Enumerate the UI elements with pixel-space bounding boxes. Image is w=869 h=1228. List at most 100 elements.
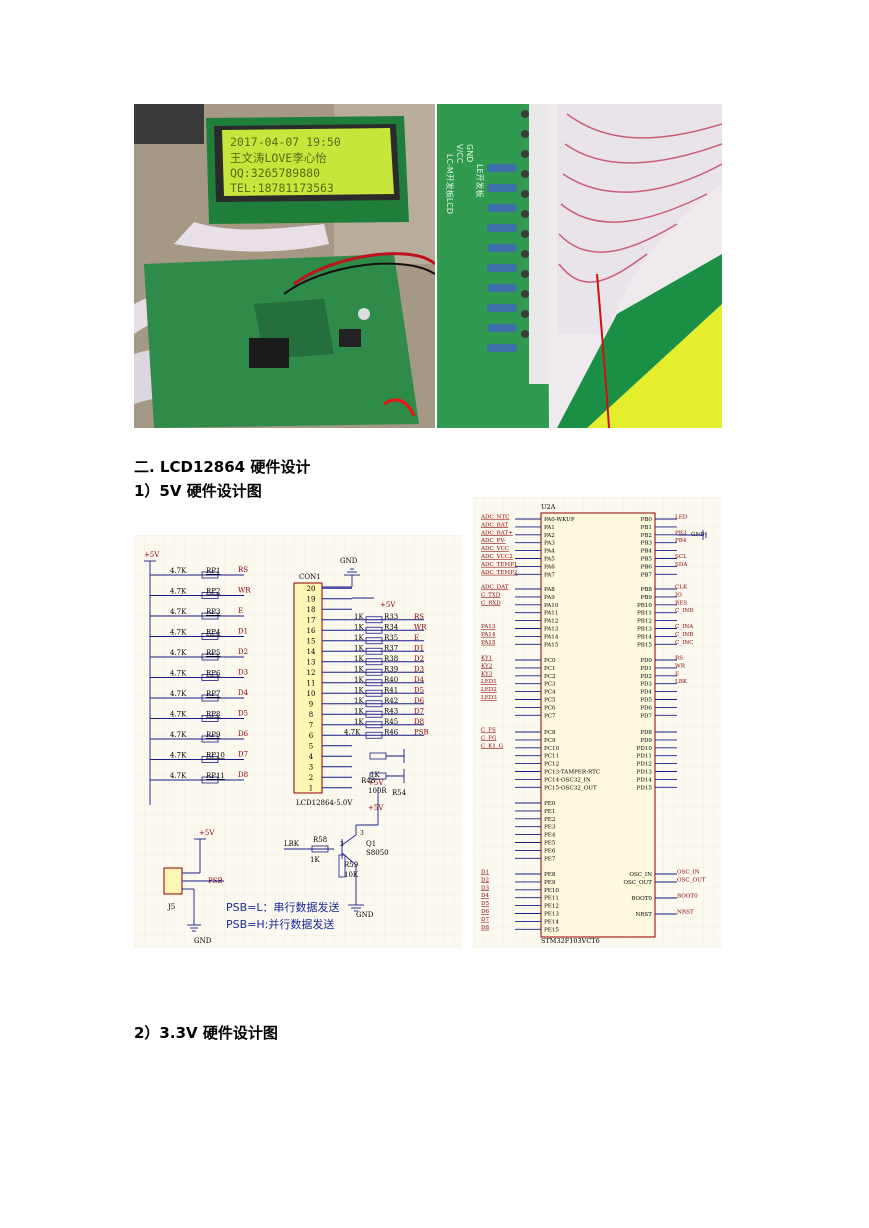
mcu-right-c-pin-name: PD5 [640, 698, 652, 704]
q1-part: S8050 [366, 849, 389, 857]
mcu-left-c-pin-name: PC6 [544, 705, 556, 711]
mcu-right-a-pin-name: PB7 [641, 572, 653, 578]
mcu-right-c-pin-name: PD3 [640, 682, 652, 688]
series-net: D1 [414, 644, 424, 652]
lcd-line-4: TEL:18781173563 [230, 181, 334, 195]
mcu-right-b-net: C_INC [675, 640, 693, 646]
mcu-left-a-net: ADC_TEMP1 [480, 562, 517, 568]
mcu-right-c-net: LBK [675, 679, 688, 685]
mcu-left-e-pin-name: PE7 [544, 856, 556, 862]
pullup-net: D4 [238, 689, 249, 697]
mcu-left-d-net: C_FS [481, 728, 496, 734]
mcu-right-a-pin-name: PB1 [641, 525, 652, 531]
mcu-right-a-net: PB3 [675, 530, 687, 536]
mcu-left-b-net: PA15 [481, 640, 496, 646]
board-closeup-drawing: V/CC GND LC-M开发板LCD LE开发板 [437, 104, 722, 428]
mcu-left-f-pin-name: PE11 [544, 896, 559, 902]
con1-pin-number: 1 [309, 784, 313, 792]
mcu-left-d-pin-name: PC13-TAMPER-RTC [544, 770, 600, 776]
lcd-schematic-drawing: +5V GND CON1 LCD12864-5.0V R48 +5V 1K +5… [134, 535, 462, 948]
con1-pin-number: 10 [307, 690, 316, 698]
mcu-left-a-pin-name: PA0-WKUP [544, 517, 575, 523]
series-value: 1K [354, 665, 364, 673]
mcu-left-d-pin-name: PC11 [544, 754, 559, 760]
pullup-net: WR [238, 587, 251, 595]
mcu-left-f-net: D6 [481, 909, 489, 915]
pullup-value: 4.7K [170, 670, 187, 678]
mcu-left-a-pin-name: PA6 [544, 564, 555, 570]
mcu-left-e-pin-name: PE1 [544, 809, 555, 815]
pullup-value: 4.7K [170, 567, 187, 575]
series-value: 1K [354, 718, 364, 726]
mcu-right-b-pin-name: PB8 [641, 587, 653, 593]
silk-board: LC-M开发板LCD [445, 154, 455, 214]
mcu-left-e-pin-name: PE0 [544, 801, 556, 807]
mcu-left-d-net: C_K1_G [481, 743, 504, 749]
con1-pin-number: 18 [307, 606, 316, 614]
mcu-left-f-net: D8 [481, 925, 489, 931]
psb-note-1: PSB=L：串行数据发送 [226, 900, 340, 914]
mcu-right-a-pin-name: PB5 [641, 557, 653, 563]
silk-board-2: LE开发板 [475, 164, 485, 198]
silk-gnd: GND [465, 144, 474, 162]
mcu-right-d-pin-name: PD10 [637, 746, 653, 752]
mcu-right-a-net: SDA [675, 562, 688, 568]
mcu-body [540, 512, 656, 938]
series-net: D5 [414, 686, 424, 694]
con1-pin-number: 6 [309, 732, 314, 740]
mcu-left-e-pin-name: PE2 [544, 817, 556, 823]
r54-vcc: +5V [368, 804, 384, 812]
series-value: 1K [354, 613, 364, 621]
series-ref: R43 [384, 707, 398, 715]
r59-body [338, 854, 346, 878]
mcu-left-b-net: PA14 [481, 632, 496, 638]
q1-label: Q1 [366, 840, 376, 848]
mcu-special-pin: NRST [635, 912, 652, 918]
mcu-left-c-pin-name: PC0 [544, 658, 556, 664]
con1-pin-number: 5 [309, 742, 313, 750]
series-value: 1K [354, 655, 364, 663]
mcu-left-b-pin-name: PA10 [544, 603, 559, 609]
r48-value: 1K [370, 771, 380, 779]
pullup-net: D2 [238, 648, 248, 656]
pullup-value: 4.7K [170, 731, 187, 739]
mcu-left-c-net: KY3 [481, 671, 493, 677]
pullup-ref: RP11 [206, 772, 225, 780]
mcu-right-a-pin-name: PB6 [641, 564, 653, 570]
series-ref: R33 [384, 613, 398, 621]
pullup-ref: RP4 [206, 629, 221, 637]
mcu-left-d-pin-name: PC8 [544, 730, 556, 736]
mcu-left-f-pin-name: PE15 [544, 927, 559, 933]
mcu-special-net: OSC_OUT [677, 878, 706, 884]
mcu-left-a-pin-name: PA1 [544, 525, 555, 531]
mcu-left-b-pin-name: PA13 [544, 627, 559, 633]
con1-pin-number: 13 [307, 658, 316, 666]
con1-pin-number: 4 [309, 753, 314, 761]
mcu-right-b-net: CLK [675, 585, 688, 591]
pullup-resistor [201, 735, 219, 743]
mcu-left-f-pin-name: PE12 [544, 904, 559, 910]
series-value: 1K [354, 707, 364, 715]
mcu-left-a-net: ADC_BAT [480, 522, 508, 528]
q1-pin-3: 3 [360, 830, 364, 837]
mcu-left-f-pin-name: PE8 [544, 872, 556, 878]
pullup-value: 4.7K [170, 608, 187, 616]
pullup-resistor [201, 694, 219, 702]
mcu-left-d-pin-name: PC9 [544, 738, 556, 744]
series-net: D7 [414, 707, 424, 715]
mcu-right-a-pin-name: PB3 [641, 541, 653, 547]
mcu-left-f-pin-name: PE14 [544, 919, 559, 925]
mcu-left-c-pin-name: PC2 [544, 674, 556, 680]
pullup-net: D3 [238, 669, 248, 677]
mcu-left-a-net: ADC_VCC [480, 546, 509, 552]
con1-pin-number: 2 [309, 774, 313, 782]
pullup-net: RS [238, 566, 248, 574]
mcu-left-b-net: C_RXD [481, 600, 501, 606]
mcu-right-c-pin-name: PD4 [640, 690, 652, 696]
series-value: 1K [354, 634, 364, 642]
mcu-left-a-net: ADC_VCC2 [480, 554, 513, 560]
pullup-ref: RP9 [206, 731, 220, 739]
pullup-ref: RP3 [206, 608, 220, 616]
series-ref: R46 [384, 728, 399, 736]
